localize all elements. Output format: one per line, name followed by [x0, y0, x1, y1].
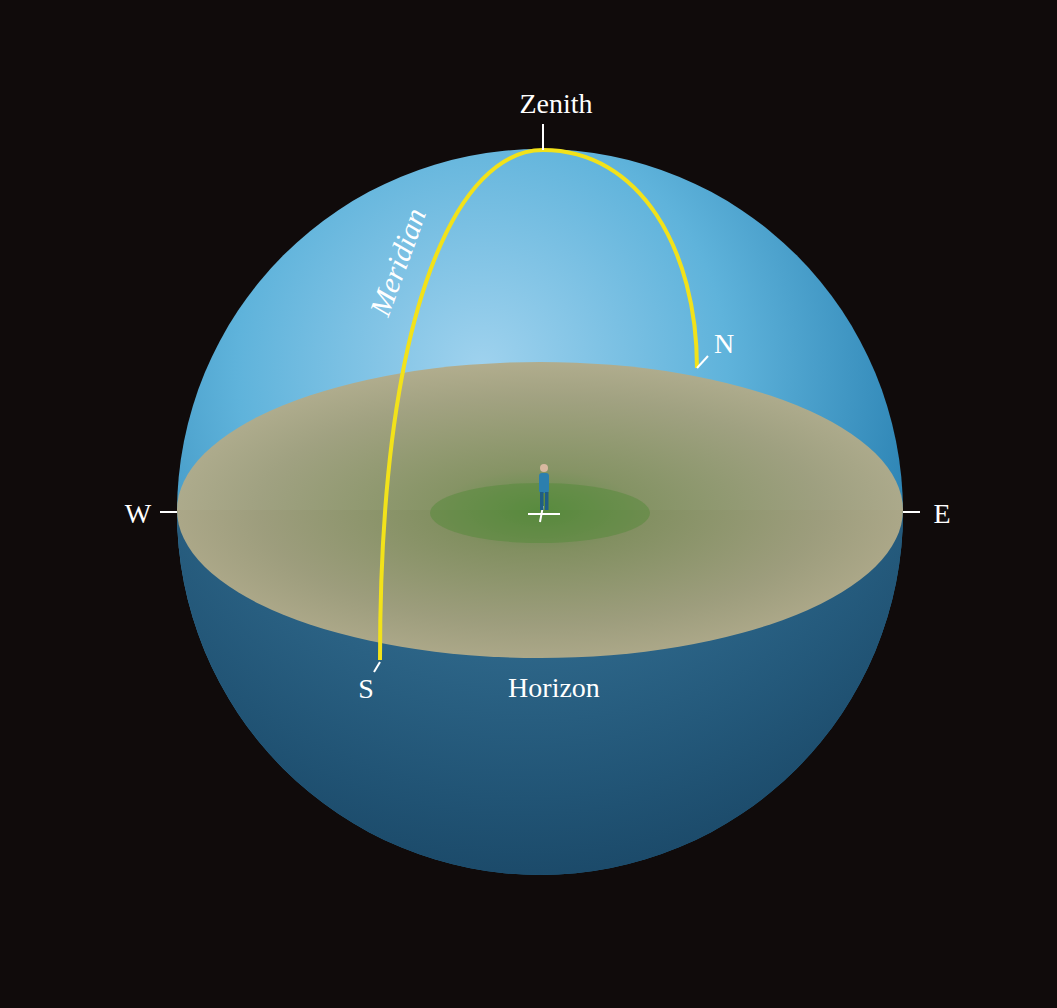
- horizon-plane: [177, 362, 903, 658]
- compass-label: W: [125, 500, 151, 528]
- lower-hemisphere: [177, 510, 903, 875]
- tick-marks: [160, 124, 920, 672]
- compass-label: S: [358, 675, 374, 703]
- zenith-label: Zenith: [519, 90, 592, 118]
- compass-label: N: [714, 330, 734, 358]
- compass-label: E: [933, 500, 950, 528]
- grass-patch: [430, 483, 650, 543]
- sky-sphere: [177, 149, 903, 875]
- meridian-arc: [380, 150, 697, 660]
- horizon-label: Horizon: [508, 674, 600, 702]
- observer-figure: [539, 464, 549, 510]
